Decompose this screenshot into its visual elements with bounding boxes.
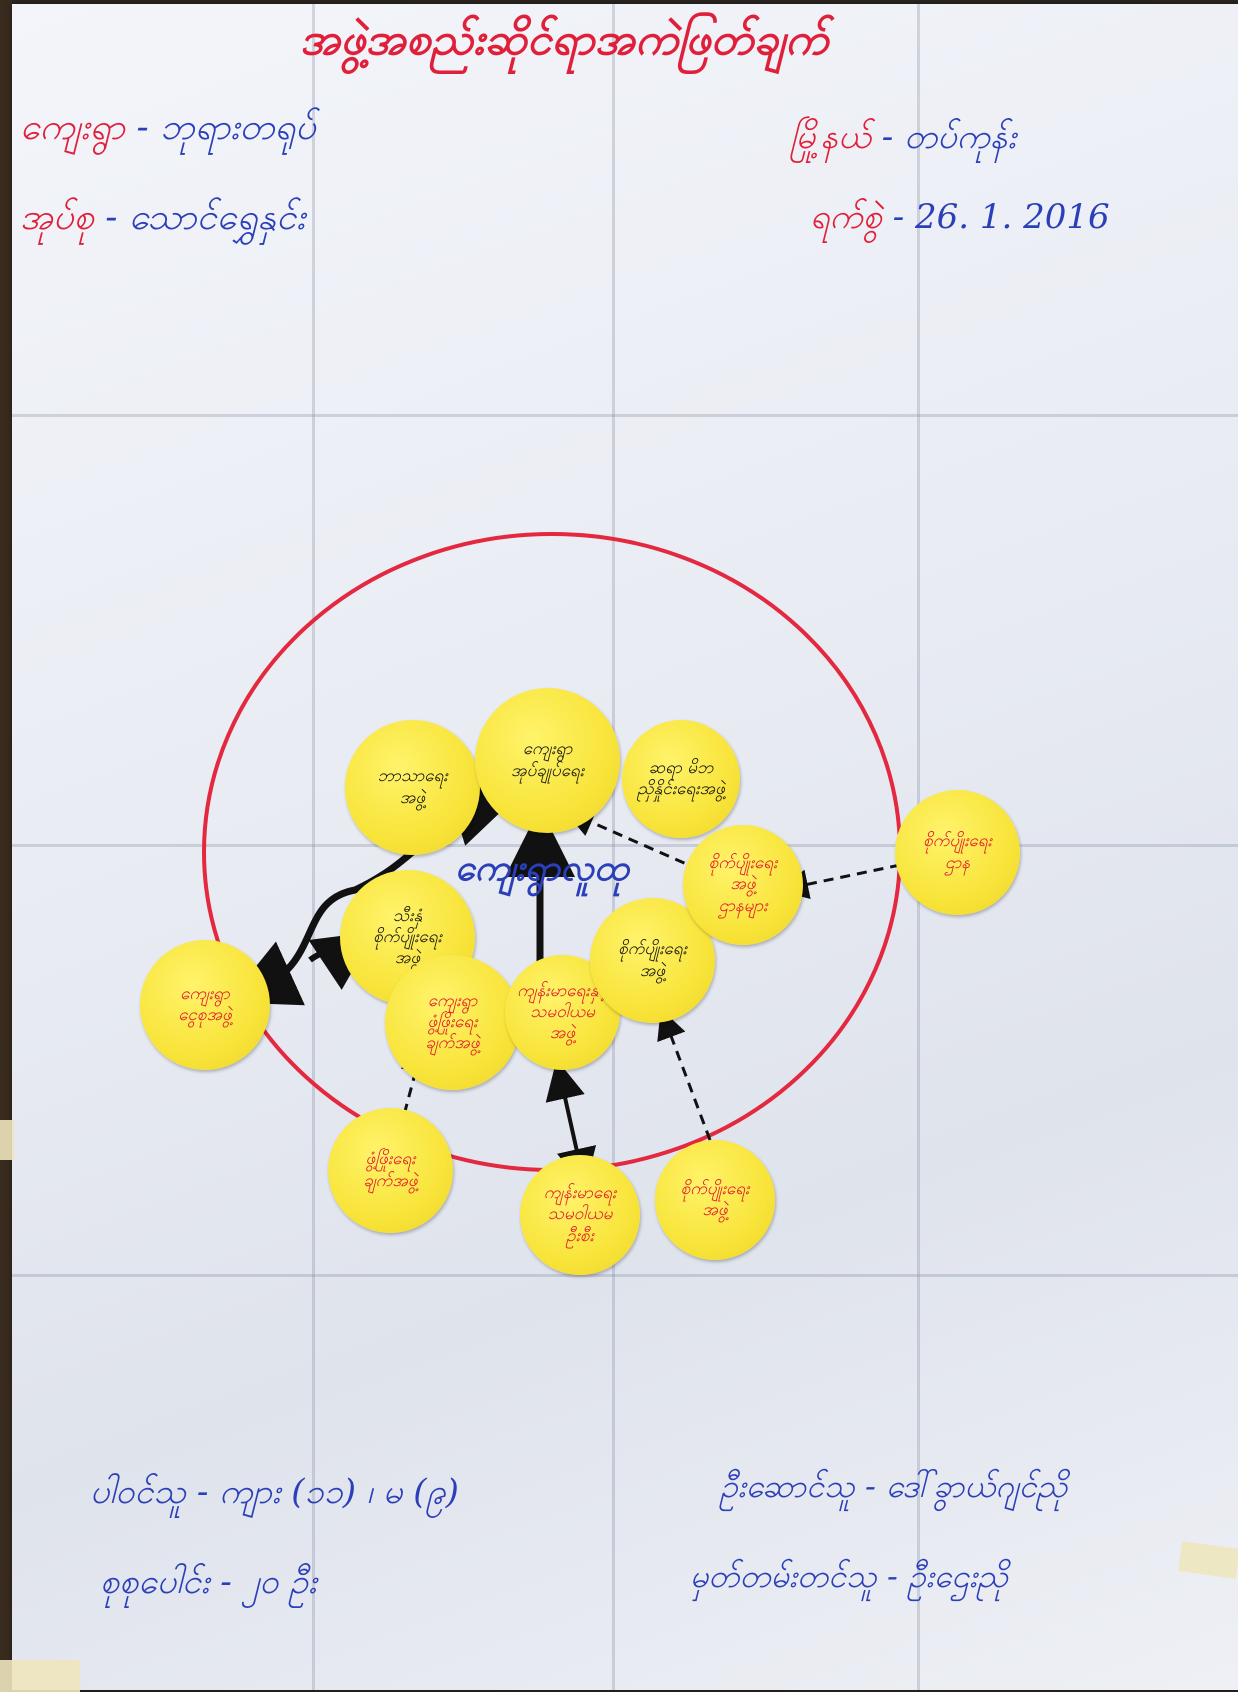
org-sticker-agri-out: စိုက်ပျိုးရေး ဌာန (895, 790, 1020, 915)
village-tract-row: အုပ်စု - သောင်ရွှေနှင်း (20, 200, 305, 236)
date-row: ရက်စွဲ - 26. 1. 2016 (810, 200, 1110, 234)
dashed-arrow (778, 863, 901, 899)
total-value: ၂၀ ဦး (242, 1562, 317, 1602)
masking-tape (0, 1120, 14, 1160)
community-label: ကျေးရွာလူထု (455, 847, 629, 889)
village-row: ကျေးရွာ - ဘုရားတရုပ် (20, 110, 316, 146)
recorder-value: ဦးဌေးညို (908, 1557, 1009, 1595)
participants-row: ပါဝင်သူ - ကျား (၁၁) ၊ မ (၉) (90, 1475, 459, 1509)
recorder-label: မှတ်တမ်းတင်သူ (690, 1557, 877, 1595)
separator: - (220, 1562, 243, 1602)
facilitator-label: ဦးဆောင်သူ (720, 1467, 855, 1505)
masking-tape (0, 1660, 80, 1692)
facilitator-value: ဒေါ်ခွာယ်ဂျင်ညို (885, 1467, 1068, 1505)
dashed-arrow (657, 1008, 712, 1141)
separator: - (892, 197, 916, 237)
township-row: မြို့နယ် - တပ်ကုန်း (790, 120, 1016, 154)
date-value: 26. 1. 2016 (915, 197, 1110, 237)
flip-chart-paper (12, 4, 1238, 1690)
total-row: စုစုပေါင်း - ၂၀ ဦး (100, 1565, 317, 1599)
paper-fold (12, 844, 1238, 847)
dashed-arrow (388, 1043, 430, 1148)
paper-fold (12, 1274, 1238, 1277)
village-tract-label: အုပ်စု (20, 197, 94, 238)
participants-label: ပါဝင်သူ (90, 1472, 187, 1512)
page-title: အဖွဲ့အစည်းဆိုင်ရာအကဲဖြတ်ချက် (300, 14, 829, 65)
village-tract-value: သောင်ရွှေနှင်း (128, 197, 306, 238)
facilitator-row: ဦးဆောင်သူ - ဒေါ်ခွာယ်ဂျင်ညို (720, 1470, 1067, 1502)
org-sticker-religion: ဘာသာရေး အဖွဲ့ (345, 720, 480, 855)
date-label: ရက်စွဲ (810, 197, 882, 237)
org-sticker-village-admin: ကျေးရွာ အုပ်ချုပ်ရေး (475, 688, 620, 833)
village-label: ကျေးရွာ (20, 107, 126, 148)
separator: - (887, 1557, 908, 1595)
org-sticker-livelihood: ကျေးရွာ ဖွံ့ဖြိုးရေး ချက်အဖွဲ့ (385, 955, 520, 1090)
total-label: စုစုပေါင်း (100, 1562, 210, 1602)
separator: - (105, 197, 129, 238)
paper-fold (612, 4, 615, 1690)
link-arrow (545, 1059, 597, 1189)
recorder-row: မှတ်တမ်းတင်သူ - ဦးဌေးညို (690, 1560, 1008, 1592)
separator: - (881, 117, 905, 157)
participants-value: ကျား (၁၁) ၊ မ (၉) (219, 1472, 459, 1512)
separator: - (136, 107, 161, 148)
org-sticker-coop: ကျန်းမာရေး သမဝါယမ ဦးစီး (520, 1155, 640, 1275)
paper-fold (12, 414, 1238, 417)
dashed-arrow (564, 808, 701, 872)
org-sticker-dev-group: ဖွံ့ဖြိုးရေး ချက်အဖွဲ့ (328, 1108, 453, 1233)
village-value: ဘုရားတရုပ် (160, 107, 316, 148)
separator: - (196, 1472, 220, 1512)
org-sticker-farmer-out: စိုက်ပျိုးရေး အဖွဲ့ (655, 1140, 775, 1260)
wall-background (0, 0, 12, 1692)
township-label: မြို့နယ် (790, 117, 871, 157)
org-sticker-village-fund: ကျေးရွာ ငွေစုအဖွဲ့ (140, 940, 270, 1070)
org-sticker-agri-in: စိုက်ပျိုးရေး အဖွဲ့ ဌာနများ (683, 825, 803, 945)
org-sticker-teacher-parent: ဆရာ မိဘ ညှိနှိုင်းရေးအဖွဲ့ (622, 720, 740, 838)
township-value: တပ်ကုန်း (904, 117, 1017, 157)
separator: - (864, 1467, 886, 1505)
